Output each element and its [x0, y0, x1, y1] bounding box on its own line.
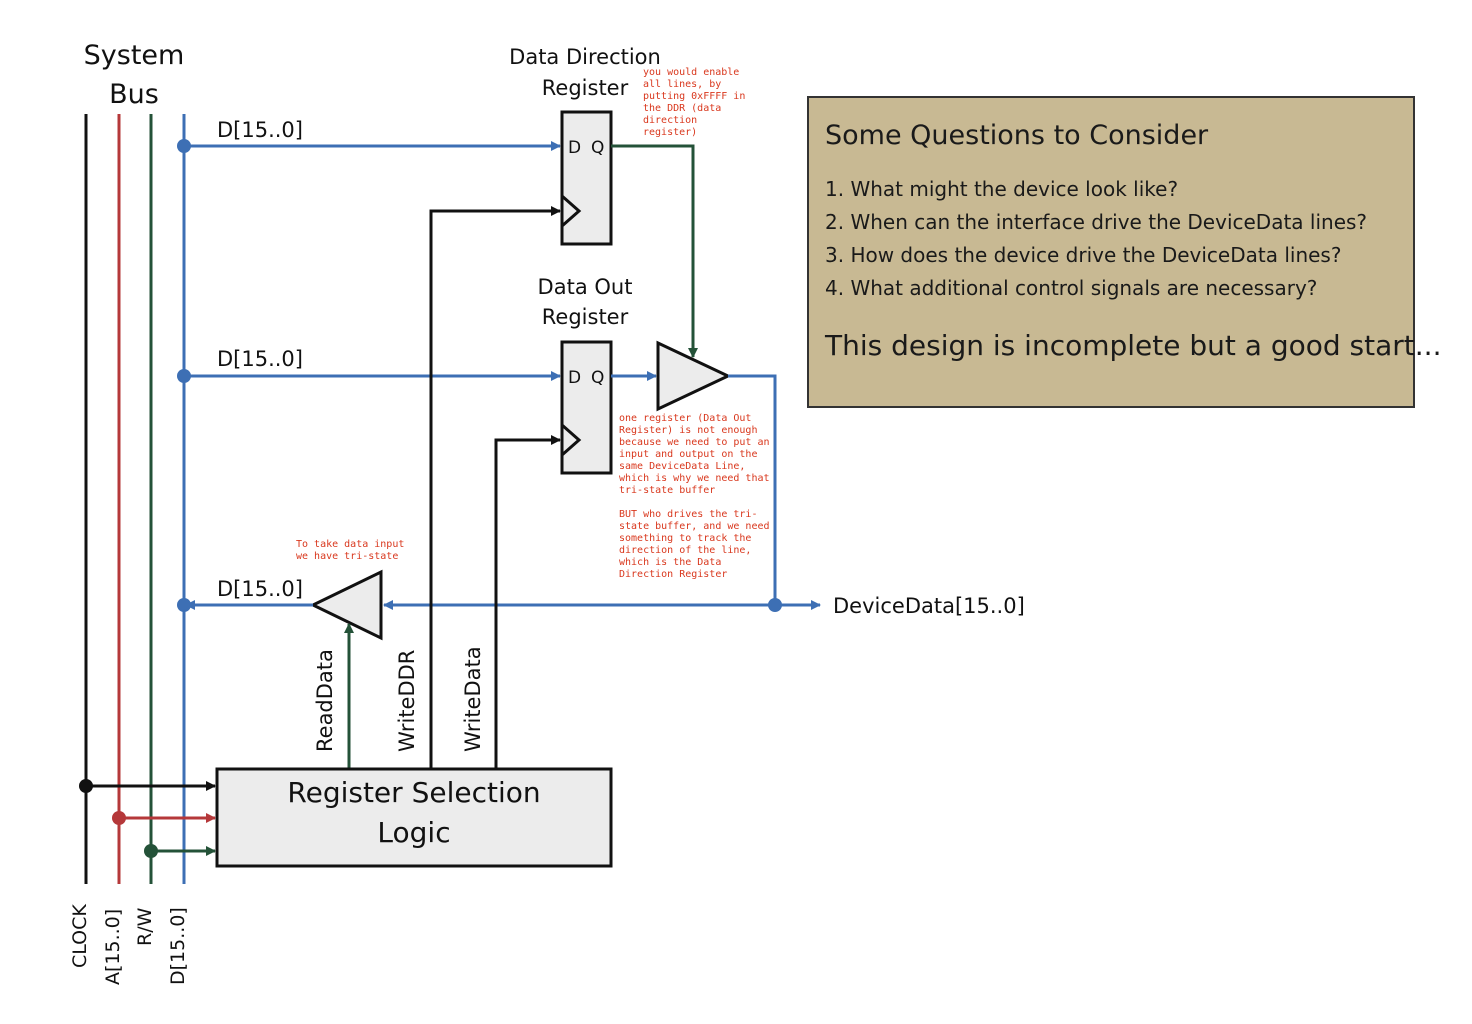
input-tristate-buffer [309, 569, 383, 641]
bus-label-clock: CLOCK [69, 904, 91, 968]
rsl-label-line1: Register Selection [287, 776, 540, 809]
ddr-title-line2: Register [542, 76, 629, 100]
question-item: 3. How does the device drive the DeviceD… [825, 243, 1342, 267]
ddr-q-pin: Q [591, 138, 604, 158]
bus-label-data: D[15..0] [167, 907, 189, 985]
ddr-d-pin: D [568, 138, 581, 158]
questions-title: Some Questions to Consider [825, 120, 1209, 151]
input-tristate-annotation: To take data input we have tri-state [296, 539, 410, 562]
wire-writedata [494, 435, 561, 768]
dor-q-pin: Q [591, 368, 604, 388]
question-item: 2. When can the interface drive the Devi… [825, 210, 1368, 234]
bus-tap-label-middle: D[15..0] [217, 347, 303, 371]
system-bus-title-line2: Bus [109, 79, 159, 110]
bus-label-address: A[15..0] [102, 909, 124, 985]
ddr-title-line1: Data Direction [509, 45, 661, 69]
junction-dot-bottom [177, 598, 191, 612]
register-selection-logic-block [215, 767, 613, 868]
dor-clock-triangle [561, 423, 582, 457]
bus-tap-label-top: D[15..0] [217, 118, 303, 142]
dor-title-line2: Register [542, 305, 629, 329]
questions-footer: This design is incomplete but a good sta… [825, 329, 1442, 362]
signal-label-writeddr: WriteDDR [395, 650, 419, 752]
wire-tristate-to-devicedata [728, 374, 777, 605]
dor-register-block [560, 340, 613, 475]
ddr-annotation: you would enable all lines, by putting 0… [643, 67, 751, 138]
signal-label-writedata: WriteData [461, 646, 485, 752]
dor-d-pin: D [568, 368, 581, 388]
questions-list: 1. What might the device look like? 2. W… [825, 173, 1397, 305]
dor-title-line1: Data Out [538, 275, 633, 299]
bus-tap-label-bottom: D[15..0] [217, 577, 303, 601]
wire-ddr-q-to-tristate-enable [611, 144, 698, 358]
bus-label-rw: R/W [134, 907, 156, 946]
rsl-label-line2: Logic [377, 816, 450, 849]
question-item: 1. What might the device look like? [825, 177, 1179, 201]
devicedata-label: DeviceData[15..0] [833, 594, 1025, 618]
question-item: 4. What additional control signals are n… [825, 276, 1318, 300]
questions-panel: Some Questions to Consider 1. What might… [807, 96, 1442, 408]
output-tristate-buffer [656, 340, 732, 412]
tristate-annotation: one register (Data Out Register) is not … [619, 413, 776, 580]
signal-label-readdata: ReadData [313, 649, 337, 752]
ddr-clock-triangle [561, 194, 582, 228]
ddr-register-block [560, 110, 613, 246]
system-bus-title-line1: System [84, 40, 185, 71]
wire-writeddr [429, 206, 561, 768]
